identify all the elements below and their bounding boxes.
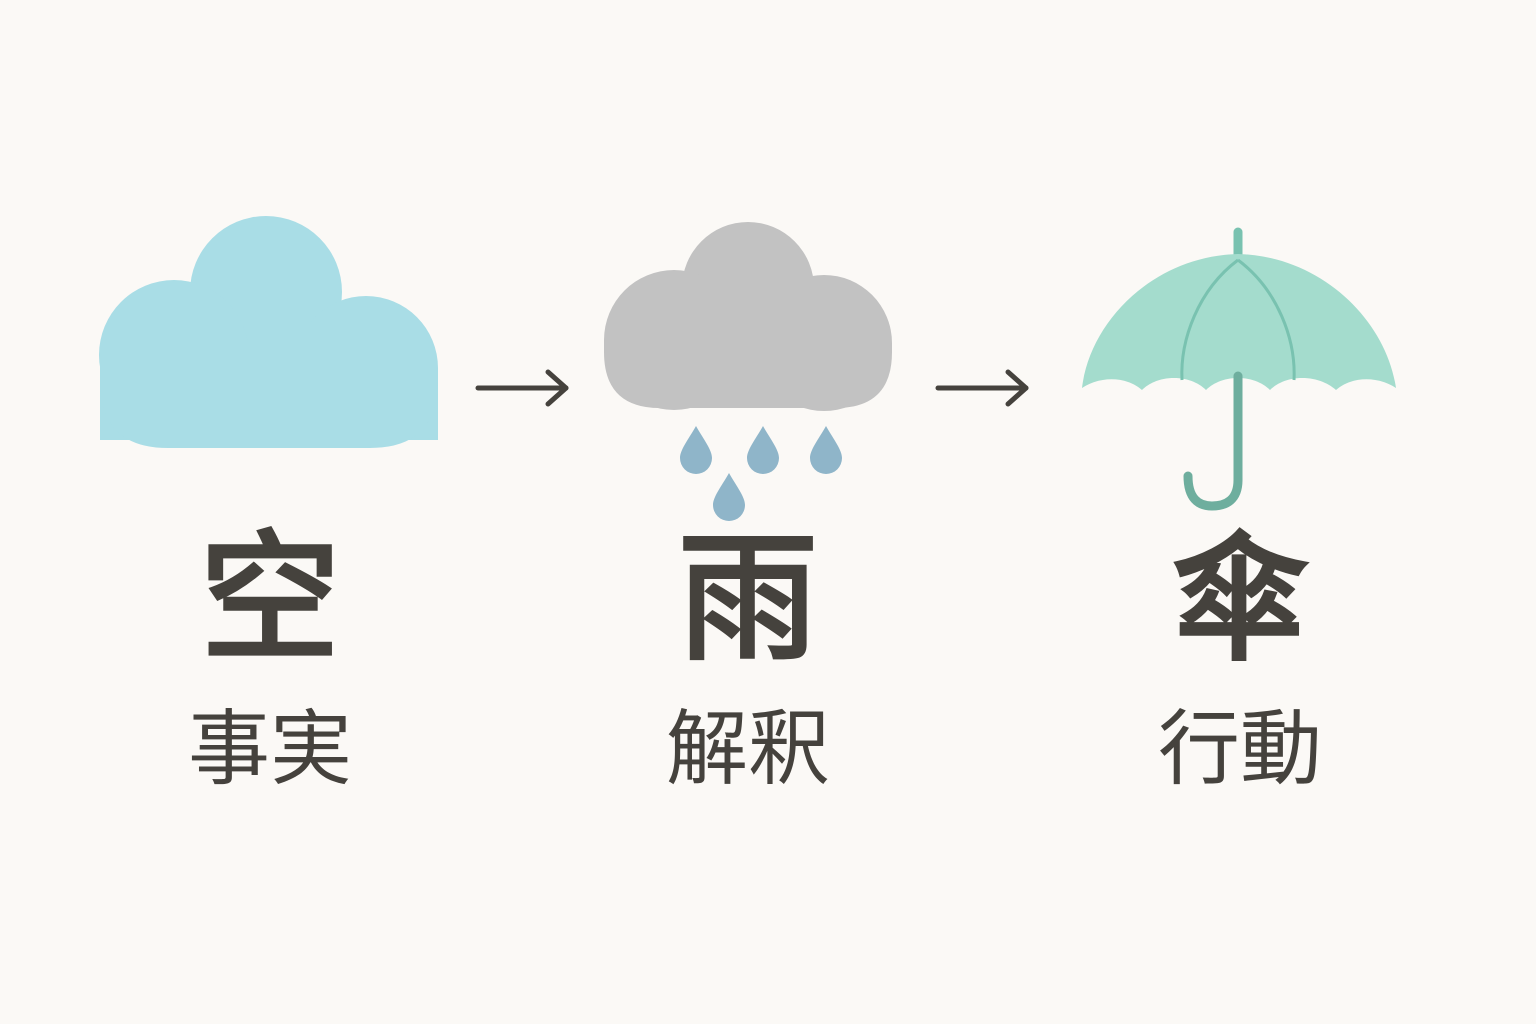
arrow-right-icon <box>935 369 1029 407</box>
stage-action: 傘 行動 <box>1040 0 1440 1024</box>
stage-label: 事実 <box>187 702 352 797</box>
stage-interpretation: 雨 解釈 <box>548 0 948 1024</box>
umbrella-icon <box>1082 227 1396 511</box>
stage-symbol: 傘 <box>1169 518 1310 681</box>
stage-symbol: 雨 <box>677 518 818 681</box>
rain-cloud-icon <box>604 222 892 521</box>
raindrops <box>680 426 842 521</box>
stage-symbol: 空 <box>199 518 340 681</box>
arrow-right-icon <box>475 369 569 407</box>
cloud-icon <box>99 216 438 448</box>
stage-fact: 空 事実 <box>70 0 470 1024</box>
stage-label: 解釈 <box>665 702 830 797</box>
stage-label: 行動 <box>1157 702 1322 797</box>
